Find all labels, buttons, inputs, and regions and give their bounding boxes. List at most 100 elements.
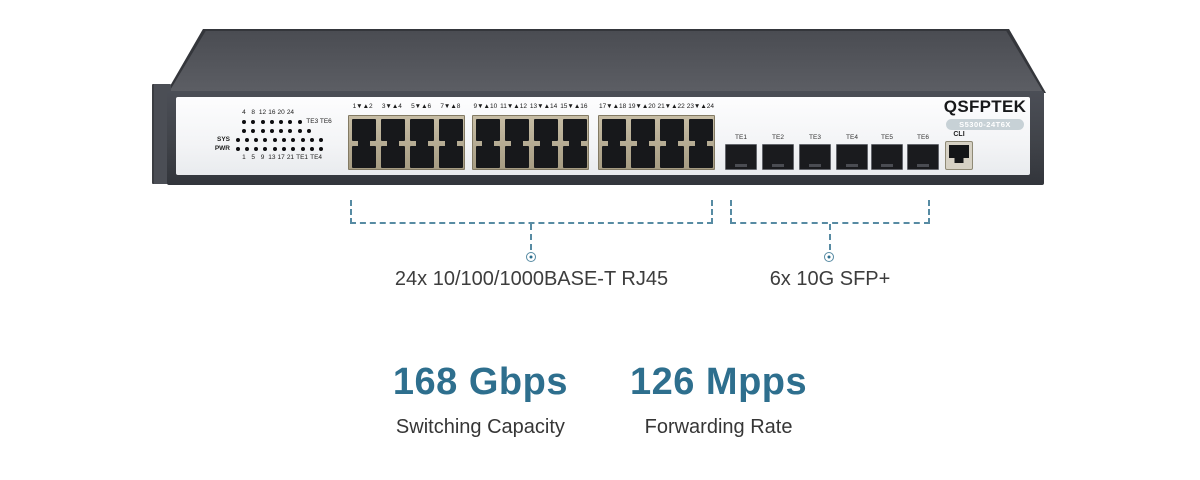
rj45-bracket-marker — [526, 252, 536, 262]
rj45-port — [631, 119, 655, 141]
stats-row: 168 Gbps Switching Capacity 126 Mpps For… — [0, 360, 1200, 439]
led-row — [208, 126, 338, 135]
port-label: 21▼▲22 — [657, 103, 685, 110]
port-group-labels-2: 9▼▲10 11▼▲12 13▼▲14 15▼▲16 — [472, 102, 589, 111]
rj45-port — [689, 146, 713, 168]
port-label: 5▼▲6 — [411, 103, 432, 110]
led-number: 1 — [242, 153, 246, 161]
port-label: 1▼▲2 — [352, 103, 373, 110]
led-dot — [254, 137, 259, 142]
sfp-port-label: TE3 — [809, 134, 821, 141]
rj45-port — [410, 119, 434, 141]
led-row-sys: SYS — [208, 135, 338, 144]
led-dot-row — [239, 128, 313, 133]
led-dot — [235, 137, 240, 142]
rj45-port — [476, 146, 500, 168]
led-dot — [263, 147, 268, 152]
model-badge: S5300-24T6X — [946, 119, 1024, 130]
rj45-port — [660, 146, 684, 168]
stat-value: 168 Gbps — [392, 361, 568, 403]
rj45-port — [689, 119, 713, 141]
led-dot — [269, 128, 274, 133]
led-dot — [263, 137, 268, 142]
sfp-port-te5: TE5 — [870, 134, 904, 170]
led-dot — [297, 128, 302, 133]
led-dot — [300, 147, 305, 152]
led-dot — [319, 137, 324, 142]
sfp-bracket-drop — [829, 224, 831, 250]
switch-left-ear — [152, 84, 171, 184]
rj45-port — [563, 146, 587, 168]
port-group-labels-3: 17▼▲18 19▼▲20 21▼▲22 23▼▲24 — [598, 102, 715, 111]
led-dot — [309, 137, 314, 142]
port-label: 9▼▲10 — [473, 103, 498, 110]
led-dot — [235, 147, 240, 152]
port-label: 15▼▲16 — [560, 103, 588, 110]
stat-label: Forwarding Rate — [644, 416, 793, 438]
led-footer-row: 1 5 9 13 17 21 TE1 TE4 — [239, 154, 338, 162]
sfp-port-label: TE2 — [772, 134, 784, 141]
led-dot — [254, 147, 259, 152]
rj45-port — [602, 119, 626, 141]
led-dot — [282, 147, 287, 152]
te-top-label: TE3 TE6 — [306, 117, 332, 125]
led-status-panel: 4 8 12 16 20 24 TE3 TE6 SYS PWR 1 5 9 13… — [208, 109, 338, 162]
led-number: 21 — [286, 153, 295, 161]
rj45-port-group-1 — [348, 115, 465, 170]
rj45-port — [534, 119, 558, 141]
port-label: 23▼▲24 — [686, 103, 715, 110]
port-label: 11▼▲12 — [500, 103, 527, 110]
led-dot — [244, 137, 249, 142]
led-dot — [282, 137, 287, 142]
led-number: 17 — [277, 153, 285, 161]
port-label: 17▼▲18 — [598, 103, 627, 110]
rj45-port — [505, 119, 529, 141]
led-number: 20 — [277, 109, 285, 116]
sfp-cage — [907, 144, 939, 170]
port-label: 7▼▲8 — [440, 103, 461, 110]
rj45-port — [602, 146, 626, 168]
led-dot — [309, 147, 314, 152]
switch-top-face — [169, 31, 1043, 92]
console-port: CLI — [941, 130, 977, 170]
led-number: TE4 — [310, 153, 323, 161]
led-dot — [251, 119, 256, 124]
rj45-port — [381, 146, 405, 168]
led-number: 12 — [258, 109, 267, 116]
rj45-port — [563, 119, 587, 141]
rj45-port — [381, 119, 405, 141]
sfp-port-te2: TE2 — [761, 134, 795, 170]
rj45-port-group-2 — [472, 115, 589, 170]
rj45-port — [352, 146, 376, 168]
rj45-port — [439, 146, 463, 168]
led-dot — [244, 147, 249, 152]
led-dot — [288, 119, 293, 124]
rj45-port — [476, 119, 500, 141]
rj45-port-group-3 — [598, 115, 715, 170]
sfp-port-label: TE5 — [881, 134, 893, 141]
led-dot-row — [239, 119, 304, 124]
port-label: 13▼▲14 — [529, 103, 558, 110]
led-dot — [260, 119, 265, 124]
sfp-port-te4: TE4 — [835, 134, 869, 170]
rj45-port — [505, 146, 529, 168]
led-number: 5 — [251, 153, 256, 161]
stat-switching-capacity: 168 Gbps Switching Capacity — [393, 360, 568, 439]
led-dot — [272, 147, 277, 152]
led-dot — [260, 128, 265, 133]
led-number: 4 — [242, 109, 246, 116]
rj45-port — [410, 146, 434, 168]
led-row: TE3 TE6 — [208, 117, 338, 126]
led-dot — [272, 137, 277, 142]
pwr-label: PWR — [214, 145, 230, 153]
led-number: 9 — [260, 153, 265, 161]
rj45-port — [352, 119, 376, 141]
sfp-cage — [725, 144, 757, 170]
rj45-bracket — [350, 200, 713, 224]
led-number: 13 — [268, 153, 276, 161]
sfp-cage — [836, 144, 868, 170]
sys-label: SYS — [216, 135, 230, 143]
port-group-labels-1: 1▼▲2 3▼▲4 5▼▲6 7▼▲8 — [348, 102, 465, 111]
sfp-port-label: TE1 — [735, 134, 747, 141]
led-dot — [251, 128, 256, 133]
